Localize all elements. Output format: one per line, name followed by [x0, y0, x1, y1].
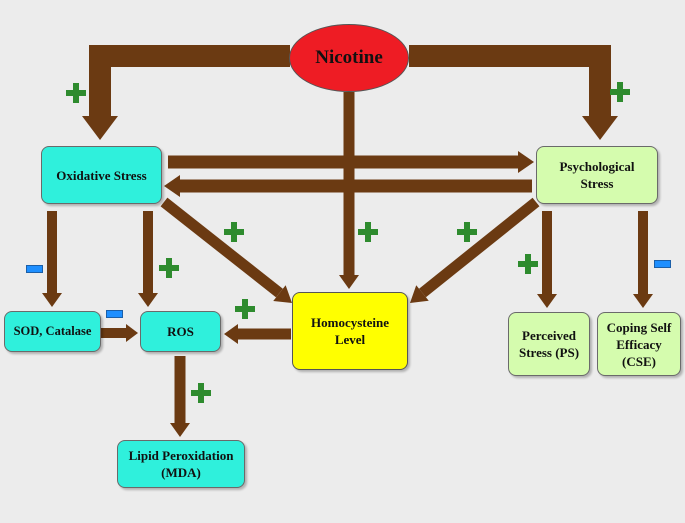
- node-nicotine-label: Nicotine: [315, 47, 383, 68]
- arrow-psychological-oxidative-head: [164, 175, 180, 197]
- arrow-psychological-perceived-head: [537, 294, 557, 308]
- minus-sign-psych-cse: [654, 260, 671, 268]
- arrow-layer: [42, 45, 653, 437]
- node-homocysteine-level-label: Homocysteine Level: [311, 315, 389, 347]
- arrow-oxidative-ros-head: [138, 293, 158, 307]
- plus-sign-psychological-homocysteine-vbar: [464, 222, 470, 242]
- node-ros-label: ROS: [167, 324, 194, 339]
- node-oxidative-stress-label: Oxidative Stress: [56, 167, 147, 183]
- arrow-psychological-homocysteine-shaft: [419, 197, 540, 298]
- node-coping-self-efficacy: Coping Self Efficacy (CSE): [597, 312, 681, 376]
- plus-sign-ros-lipid-vbar: [198, 383, 204, 403]
- plus-sign-nicotine-psychological-vbar: [617, 82, 623, 102]
- node-oxidative-stress: Oxidative Stress: [41, 146, 162, 204]
- node-sod-catalase: SOD, Catalase: [4, 311, 101, 352]
- node-ros: ROS: [140, 311, 221, 352]
- node-psychological-stress-label: Psychological Stress: [559, 159, 635, 191]
- arrow-nicotine-homocysteine-head: [339, 275, 359, 289]
- plus-sign-nicotine-oxidative-vbar: [73, 83, 79, 103]
- node-perceived-stress: Perceived Stress (PS): [508, 312, 590, 376]
- node-perceived-stress-label: Perceived Stress (PS): [518, 328, 580, 360]
- plus-sign-homocysteine-ros-vbar: [242, 299, 248, 319]
- arrow-nicotine-oxidative-shaft: [89, 45, 290, 116]
- arrow-nicotine-psychological-shaft: [409, 45, 611, 116]
- node-lipid-peroxidation-label: Lipid Peroxidation (MDA): [128, 448, 234, 480]
- plus-sign-oxidative-ros-vbar: [166, 258, 172, 278]
- arrow-ros-lipid-head: [170, 423, 190, 437]
- arrow-nicotine-oxidative-head: [82, 116, 118, 140]
- minus-sign-sod-ros: [106, 310, 123, 318]
- node-psychological-stress: Psychological Stress: [536, 146, 658, 204]
- node-coping-self-efficacy-label: Coping Self Efficacy (CSE): [606, 319, 672, 369]
- arrow-sod-ros-head: [126, 324, 138, 342]
- plus-sign-psychological-perceived-vbar: [525, 254, 531, 274]
- arrow-oxidative-homocysteine-shaft: [160, 197, 283, 298]
- sign-layer: [66, 82, 630, 403]
- plus-sign-nicotine-homocysteine-vbar: [365, 222, 371, 242]
- arrow-oxidative-homocysteine-head: [273, 285, 292, 303]
- plus-sign-oxidative-homocysteine-vbar: [231, 222, 237, 242]
- arrow-homocysteine-ros-head: [224, 324, 238, 344]
- minus-sign-oxidative-sod: [26, 265, 43, 273]
- node-homocysteine-level: Homocysteine Level: [292, 292, 408, 370]
- node-nicotine: Nicotine: [289, 24, 409, 92]
- arrow-nicotine-psychological-head: [582, 116, 618, 140]
- arrow-oxidative-psychological-head: [518, 151, 534, 173]
- arrow-psychological-homocysteine-head: [410, 285, 429, 303]
- arrow-psychological-cse-head: [633, 294, 653, 308]
- node-lipid-peroxidation: Lipid Peroxidation (MDA): [117, 440, 245, 488]
- node-sod-catalase-label: SOD, Catalase: [13, 324, 92, 338]
- arrow-oxidative-sod-head: [42, 293, 62, 307]
